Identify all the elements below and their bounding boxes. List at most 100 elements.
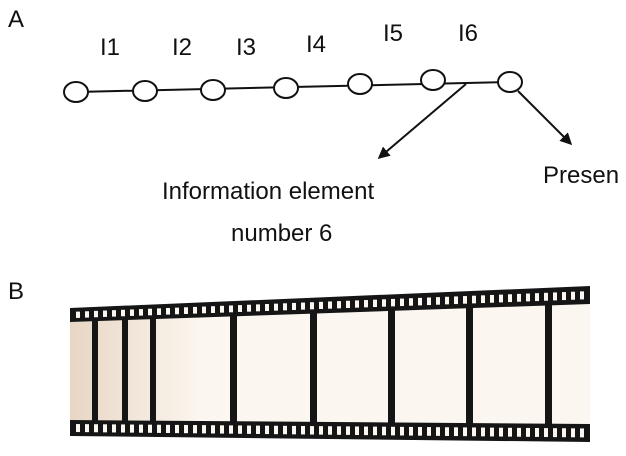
perforation xyxy=(481,295,485,304)
frame-divider xyxy=(310,312,317,423)
perforation xyxy=(256,425,260,434)
perforation xyxy=(256,304,260,312)
perforation xyxy=(121,424,125,433)
perforation xyxy=(193,306,197,314)
perforation xyxy=(553,292,557,301)
perforation xyxy=(499,294,503,303)
perforation xyxy=(472,427,476,437)
perforation xyxy=(229,305,233,313)
perforation xyxy=(562,292,566,301)
perforation xyxy=(319,301,323,310)
perforation xyxy=(274,425,278,435)
perforation xyxy=(85,311,89,318)
perforation xyxy=(328,301,332,309)
frame-dividers xyxy=(92,304,552,425)
perforation xyxy=(94,310,98,318)
perforation xyxy=(436,297,440,305)
perforation xyxy=(328,426,332,435)
perforation xyxy=(184,424,188,434)
perforation xyxy=(211,306,215,313)
perforation xyxy=(391,426,395,436)
perforation xyxy=(310,302,314,310)
node-label-i2: I2 xyxy=(172,34,193,61)
perforation xyxy=(292,302,296,310)
node-6 xyxy=(420,69,446,91)
perforation xyxy=(436,427,440,436)
present-node xyxy=(497,71,523,93)
perforation xyxy=(454,296,458,305)
perforation xyxy=(382,299,386,307)
timeline-chain xyxy=(63,69,523,103)
perforation xyxy=(139,424,143,433)
perforation xyxy=(517,427,521,437)
perforation xyxy=(175,307,179,315)
perforation xyxy=(427,297,431,306)
frame-divider xyxy=(466,307,473,425)
perforation xyxy=(184,307,188,314)
perforation xyxy=(427,427,431,436)
perforation xyxy=(445,427,449,436)
node-label-i5: I5 xyxy=(383,20,404,47)
perforation xyxy=(220,305,224,313)
element-caption-line2: number 6 xyxy=(231,220,333,247)
perforation xyxy=(148,308,152,316)
film-frame-band xyxy=(70,304,590,424)
perforation xyxy=(220,425,224,434)
perforation xyxy=(112,424,116,433)
perforation xyxy=(391,298,395,307)
perforation xyxy=(445,296,449,305)
perforation xyxy=(580,291,584,300)
perforation xyxy=(130,309,134,316)
perforation xyxy=(499,427,503,437)
perforation xyxy=(346,300,350,309)
perforation xyxy=(337,426,341,435)
perforation xyxy=(103,424,107,433)
present-arrow xyxy=(517,90,573,146)
frame-divider xyxy=(545,304,552,425)
perforation xyxy=(373,426,377,436)
perforation xyxy=(238,305,242,312)
node-5 xyxy=(347,73,373,95)
perforation xyxy=(409,426,413,436)
perforation xyxy=(553,428,557,438)
perforation xyxy=(94,424,98,433)
perforation xyxy=(490,427,494,437)
perforation xyxy=(571,428,575,438)
element-arrow xyxy=(377,83,467,159)
perforation xyxy=(211,425,215,434)
perforation xyxy=(265,304,269,311)
perforation xyxy=(562,428,566,438)
perforation xyxy=(364,300,368,308)
perforation xyxy=(175,424,179,434)
perforations-bottom xyxy=(76,424,584,438)
perforation xyxy=(193,425,197,434)
node-3 xyxy=(200,79,226,101)
perforation xyxy=(76,311,80,318)
perforation xyxy=(301,425,305,435)
perforation xyxy=(238,425,242,434)
perforation xyxy=(355,426,359,436)
node-label-i4: I4 xyxy=(306,31,327,58)
perforation xyxy=(409,298,413,306)
perforation xyxy=(283,425,287,435)
element-caption-line1: Information element xyxy=(162,178,375,205)
perforation xyxy=(112,310,116,317)
perforation xyxy=(373,299,377,308)
perforation xyxy=(265,425,269,435)
perforation xyxy=(274,303,278,311)
perforation xyxy=(301,302,305,310)
perforation xyxy=(337,301,341,309)
perforation xyxy=(508,427,512,437)
perforation xyxy=(364,426,368,436)
perforation xyxy=(400,426,404,436)
perforation xyxy=(481,427,485,437)
frame-divider xyxy=(388,309,395,424)
perforation xyxy=(571,291,575,300)
node-2 xyxy=(132,80,158,102)
perforation xyxy=(463,296,467,304)
frame-divider xyxy=(150,318,156,422)
perforation xyxy=(247,304,251,312)
perforation xyxy=(535,428,539,437)
perforation xyxy=(580,428,584,438)
